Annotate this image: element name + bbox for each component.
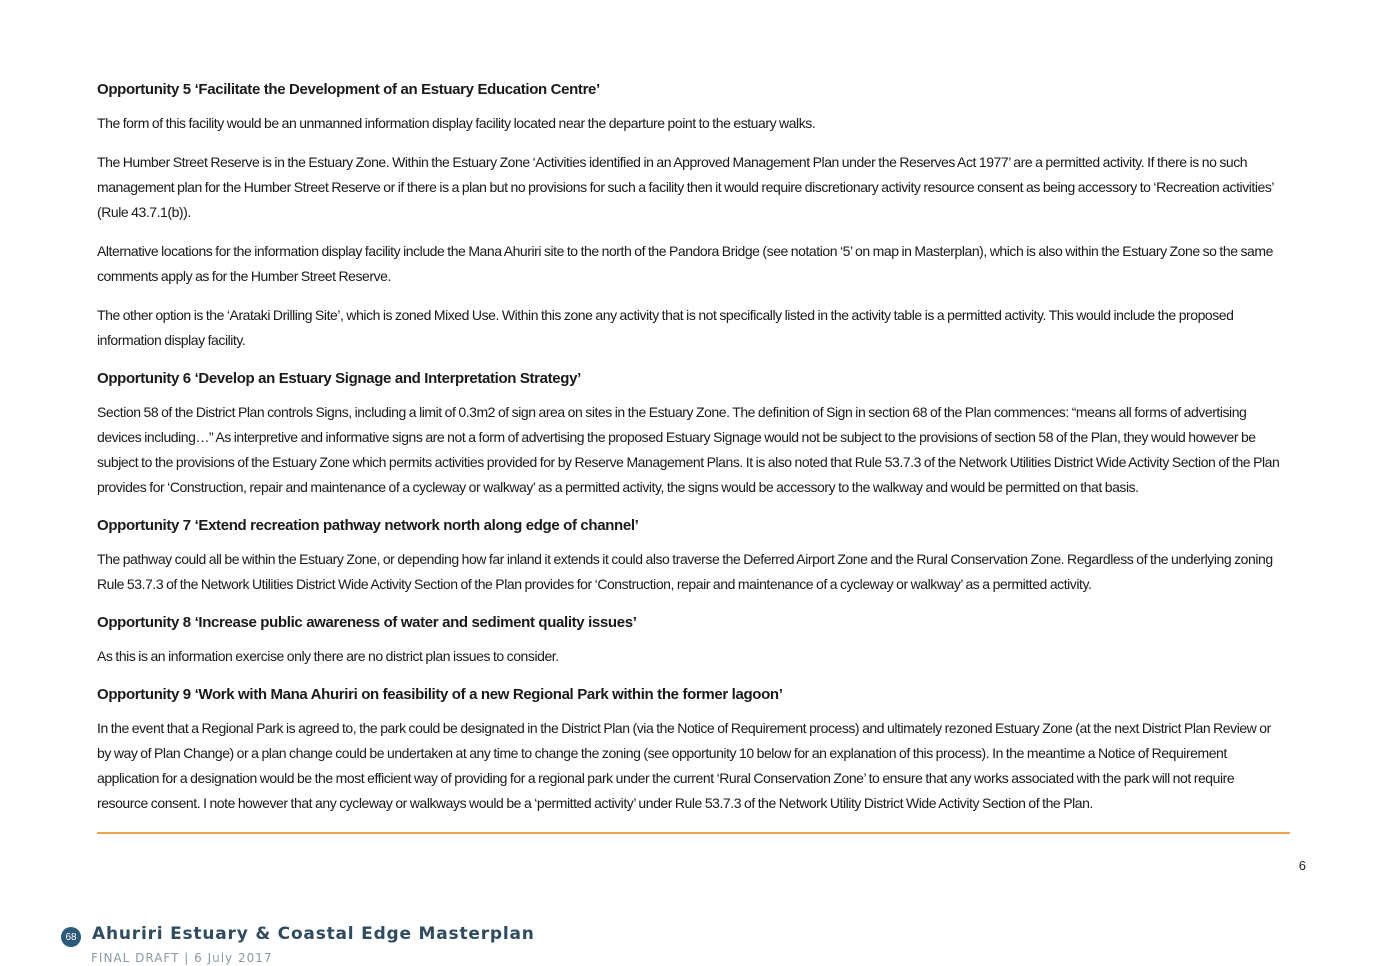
paragraph: The other option is the ‘Arataki Drillin… bbox=[97, 307, 1234, 348]
paragraph: Alternative locations for the informatio… bbox=[97, 243, 1273, 284]
paragraph: The Humber Street Reserve is in the Estu… bbox=[97, 154, 1274, 220]
document-body: Opportunity 5 ‘Facilitate the Developmen… bbox=[97, 78, 1287, 816]
section-heading: Opportunity 9 ‘Work with Mana Ahuriri on… bbox=[97, 686, 783, 703]
page-badge-icon: 68 bbox=[61, 927, 81, 947]
footer-title: Ahuriri Estuary & Coastal Edge Masterpla… bbox=[92, 924, 535, 944]
paragraph: The pathway could all be within the Estu… bbox=[97, 551, 1273, 592]
section-heading: Opportunity 8 ‘Increase public awareness… bbox=[97, 614, 637, 631]
footer-subtitle: FINAL DRAFT | 6 July 2017 bbox=[91, 951, 273, 965]
paragraph: In the event that a Regional Park is agr… bbox=[97, 720, 1271, 811]
paragraph: As this is an information exercise only … bbox=[97, 648, 559, 664]
paragraph: The form of this facility would be an un… bbox=[97, 115, 816, 131]
section-heading: Opportunity 7 ‘Extend recreation pathway… bbox=[97, 517, 639, 534]
orange-divider bbox=[97, 832, 1290, 834]
section-heading: Opportunity 5 ‘Facilitate the Developmen… bbox=[97, 81, 600, 98]
paragraph: Section 58 of the District Plan controls… bbox=[97, 404, 1280, 495]
section-heading: Opportunity 6 ‘Develop an Estuary Signag… bbox=[97, 370, 581, 387]
page-number: 6 bbox=[1298, 858, 1306, 873]
